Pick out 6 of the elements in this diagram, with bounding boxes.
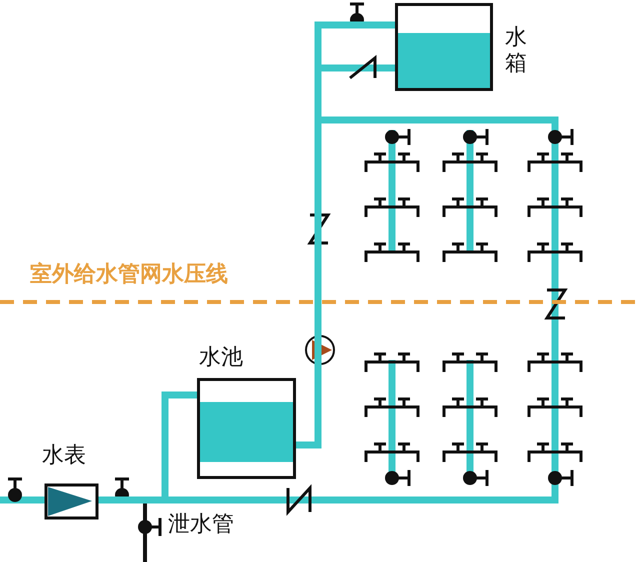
meter-label: 水表 bbox=[42, 443, 86, 469]
pressure-line-label: 室外给水管网水压线 bbox=[30, 262, 228, 288]
pipe bbox=[295, 22, 395, 448]
drain-pipe-label: 泄水管 bbox=[168, 512, 234, 538]
pool-label: 水池 bbox=[199, 345, 243, 371]
tank-label: 水箱 bbox=[505, 25, 528, 77]
